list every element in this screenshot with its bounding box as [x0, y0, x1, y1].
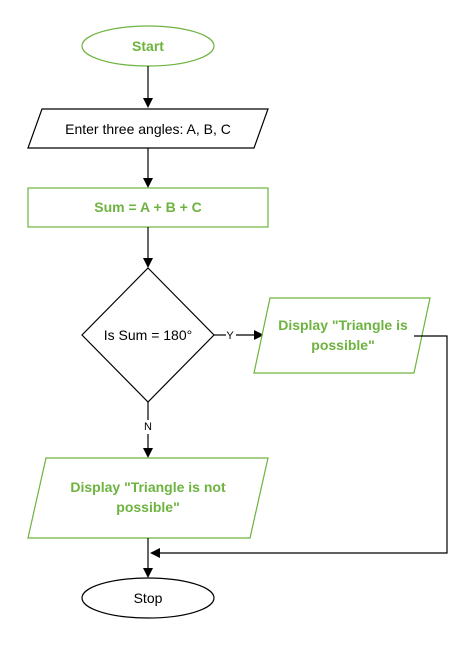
start-label: Start — [132, 38, 164, 54]
sum-process-node: Sum = A + B + C — [27, 187, 269, 228]
arrow-start-to-input — [143, 66, 153, 108]
arrow-input-to-sum — [143, 148, 153, 188]
stop-node: Stop — [81, 577, 215, 619]
input-label: Enter three angles: A, B, C — [65, 121, 231, 137]
arrow-decision-no: N — [143, 402, 153, 458]
possible-label-line1: Display "Triangle is — [278, 317, 408, 333]
stop-label: Stop — [134, 590, 163, 606]
arrow-decision-yes: Y — [214, 330, 264, 342]
input-node: Enter three angles: A, B, C — [27, 108, 269, 149]
arrow-not-possible-to-stop — [143, 538, 153, 578]
display-not-possible-node: Display "Triangle is not possible" — [27, 457, 269, 539]
no-label: N — [144, 421, 152, 433]
not-possible-label-line2: possible" — [116, 499, 179, 515]
yes-label: Y — [226, 330, 234, 342]
start-node: Start — [81, 25, 215, 67]
possible-label-line2: possible" — [311, 337, 374, 353]
decision-node: Is Sum = 180° — [81, 267, 215, 403]
arrow-sum-to-decision — [143, 227, 153, 268]
not-possible-label-line1: Display "Triangle is not — [70, 479, 226, 495]
sum-label: Sum = A + B + C — [94, 199, 202, 215]
decision-label: Is Sum = 180° — [104, 327, 192, 343]
display-possible-node: Display "Triangle is possible" — [253, 297, 431, 374]
arrow-possible-to-merge — [150, 335, 448, 558]
